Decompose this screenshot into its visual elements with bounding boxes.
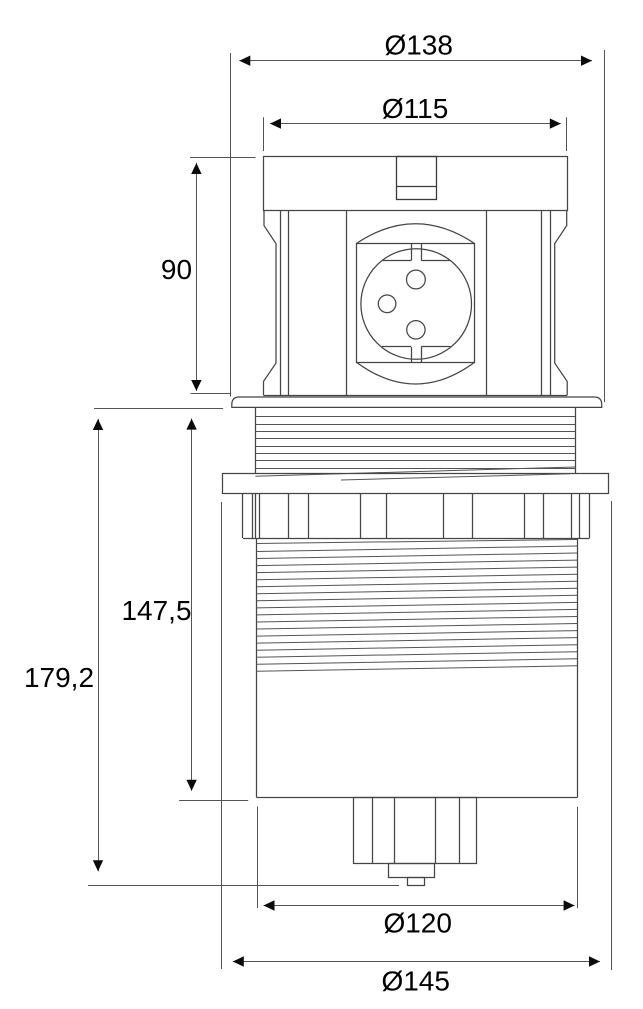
svg-text:Ø120: Ø120 — [383, 908, 452, 939]
svg-text:Ø138: Ø138 — [384, 30, 453, 61]
svg-text:Ø145: Ø145 — [381, 966, 450, 997]
svg-text:179,2: 179,2 — [24, 662, 94, 693]
svg-text:Ø115: Ø115 — [382, 93, 448, 124]
svg-text:147,5: 147,5 — [121, 595, 191, 626]
svg-text:90: 90 — [161, 254, 192, 285]
